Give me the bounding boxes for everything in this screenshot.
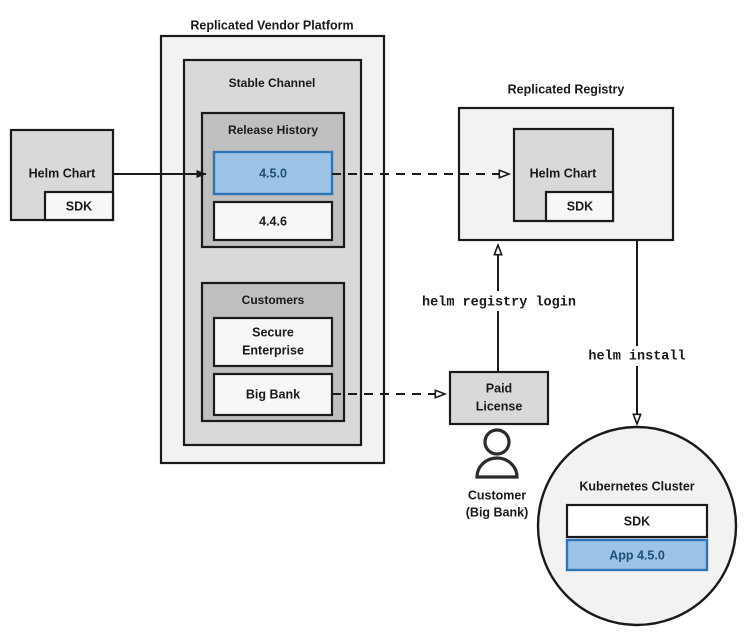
release-4-4-6-label: 4.4.6 xyxy=(259,214,287,228)
paid-license-label-line2: License xyxy=(476,399,523,413)
person-icon xyxy=(475,428,519,479)
kubernetes-cluster-group: Kubernetes Cluster SDK App 4.5.0 xyxy=(536,425,738,627)
cluster-sdk-label: SDK xyxy=(624,514,650,528)
paid-license-box[interactable] xyxy=(448,370,550,426)
vendor-platform-title: Replicated Vendor Platform xyxy=(190,18,353,32)
registry-helm-chart-label: Helm Chart xyxy=(530,166,598,180)
source-sdk-box[interactable] xyxy=(43,190,115,222)
source-sdk-label: SDK xyxy=(66,199,92,213)
release-history-title: Release History xyxy=(228,123,318,137)
customer-big-bank-box[interactable] xyxy=(212,372,334,417)
customer-actor-label-line2: (Big Bank) xyxy=(466,505,529,519)
helm-install-text: helm install xyxy=(588,350,685,365)
source-helm-chart-label: Helm Chart xyxy=(29,166,97,180)
release-4-4-6-box[interactable] xyxy=(212,200,334,242)
customer-secure-enterprise-label-line1: Secure xyxy=(252,325,294,339)
release-4-5-0-box[interactable] xyxy=(212,150,334,196)
cluster-app-box[interactable] xyxy=(565,538,709,572)
customer-actor-label-line1: Customer xyxy=(468,488,526,502)
customer-big-bank-label: Big Bank xyxy=(246,387,300,401)
customer-secure-enterprise-label-line2: Enterprise xyxy=(242,343,304,357)
kubernetes-cluster-title: Kubernetes Cluster xyxy=(579,479,694,493)
helm-registry-login-text: helm registry login xyxy=(422,296,576,311)
registry-title: Replicated Registry xyxy=(508,82,625,96)
stable-channel-title: Stable Channel xyxy=(229,76,316,90)
registry-sdk-label: SDK xyxy=(567,199,593,213)
customer-secure-enterprise-box[interactable] xyxy=(212,316,334,368)
helm-registry-login-halo xyxy=(398,291,600,311)
customers-title: Customers xyxy=(242,293,305,307)
paid-license-label-line1: Paid xyxy=(486,381,512,395)
source-helm-chart-group: Helm Chart SDK xyxy=(9,128,115,222)
cluster-app-label: App 4.5.0 xyxy=(609,548,665,562)
cluster-sdk-box[interactable] xyxy=(565,503,709,539)
helm-install-halo xyxy=(567,346,707,366)
registry-sdk-box[interactable] xyxy=(544,190,615,223)
release-4-5-0-label: 4.5.0 xyxy=(259,166,287,180)
customer-actor-group: Customer (Big Bank) xyxy=(466,428,529,519)
helm-registry-login-command: helm registry login xyxy=(398,291,600,311)
helm-install-command: helm install xyxy=(567,346,707,366)
